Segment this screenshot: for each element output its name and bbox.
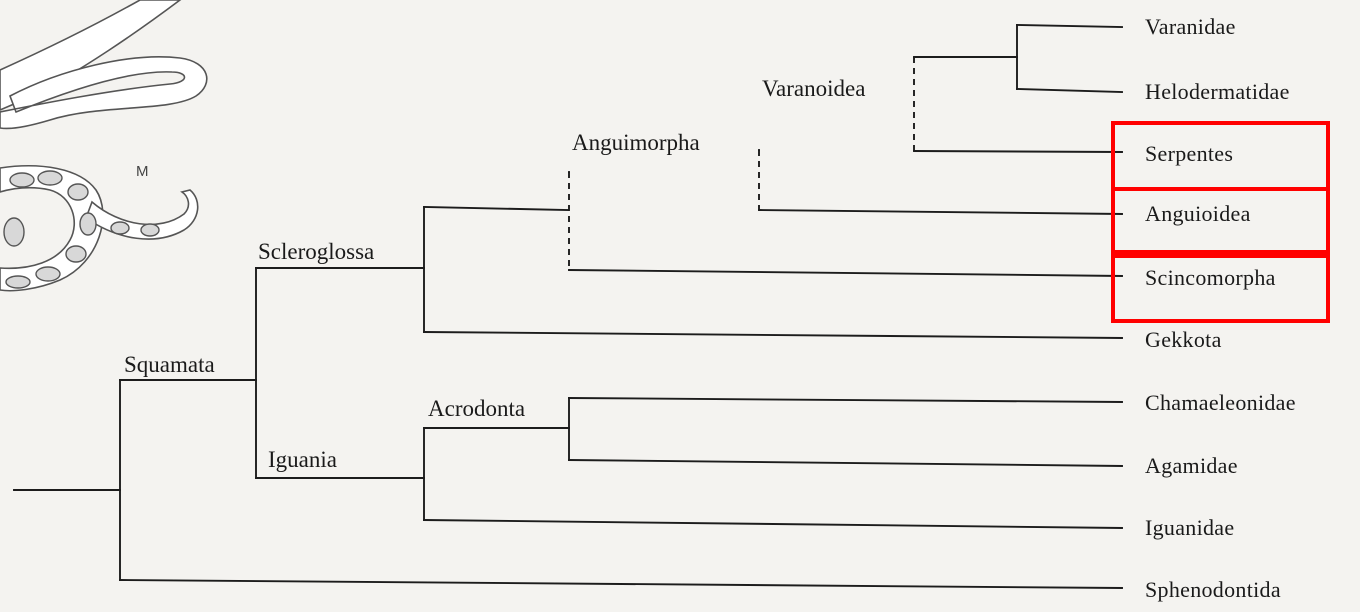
helodermatidae-branch [1016,88,1123,93]
snake-spot [65,245,87,263]
clade-label-acrodonta: Acrodonta [428,396,525,421]
snake-spot [110,221,130,235]
varanidae-branch [1016,24,1123,28]
snake-spot [9,172,35,188]
panel-letter: M [136,163,149,180]
snake-spot [67,183,89,201]
snake-spot [37,170,63,186]
anguioidea-branch [758,209,1123,215]
clade-label-squamata: Squamata [124,352,215,377]
serpentes-branch [913,150,1123,153]
agamidae-branch [568,459,1123,467]
taxon-label-scincomorpha: Scincomorpha [1145,265,1276,290]
taxon-label-gekkota: Gekkota [1145,327,1222,352]
snake-spot [140,223,160,237]
taxon-label-varanidae: Varanidae [1145,14,1236,39]
clade-label-anguimorpha: Anguimorpha [572,130,700,155]
scincomorpha-branch [568,269,1123,277]
taxon-label-iguanidae: Iguanidae [1145,515,1234,540]
snake-spot [79,212,97,236]
clade-label-iguania: Iguania [268,447,337,472]
snake-middle-coil [0,56,208,130]
tree-branches [13,24,1123,589]
highlight-box-scincomorpha [1111,254,1330,323]
clade-labels: Squamata Scleroglossa Iguania Anguimorph… [124,76,865,472]
snake-spot [5,275,31,289]
taxon-label-anguioidea: Anguioidea [1145,201,1251,226]
iguanidae-branch [423,519,1123,529]
snake-spot [3,217,25,247]
snake-spot [35,266,61,282]
gekkota-branch [423,331,1123,339]
highlight-box-anguioidea [1111,187,1330,254]
snake-illustration: M [0,0,208,292]
highlight-boxes [1111,121,1330,323]
chamaeleonidae-branch [568,397,1123,403]
clade-label-scleroglossa: Scleroglossa [258,239,374,264]
taxon-label-chamaeleonidae: Chamaeleonidae [1145,390,1296,415]
taxon-labels: Varanidae Helodermatidae Serpentes Angui… [1145,14,1296,602]
clade-label-varanoidea: Varanoidea [762,76,865,101]
taxon-label-serpentes: Serpentes [1145,141,1233,166]
anguimorpha-branch [423,206,569,211]
taxon-label-helodermatidae: Helodermatidae [1145,79,1290,104]
sphenodontida-branch [119,579,1123,589]
taxon-label-agamidae: Agamidae [1145,453,1238,478]
taxon-label-sphenodontida: Sphenodontida [1145,577,1281,602]
